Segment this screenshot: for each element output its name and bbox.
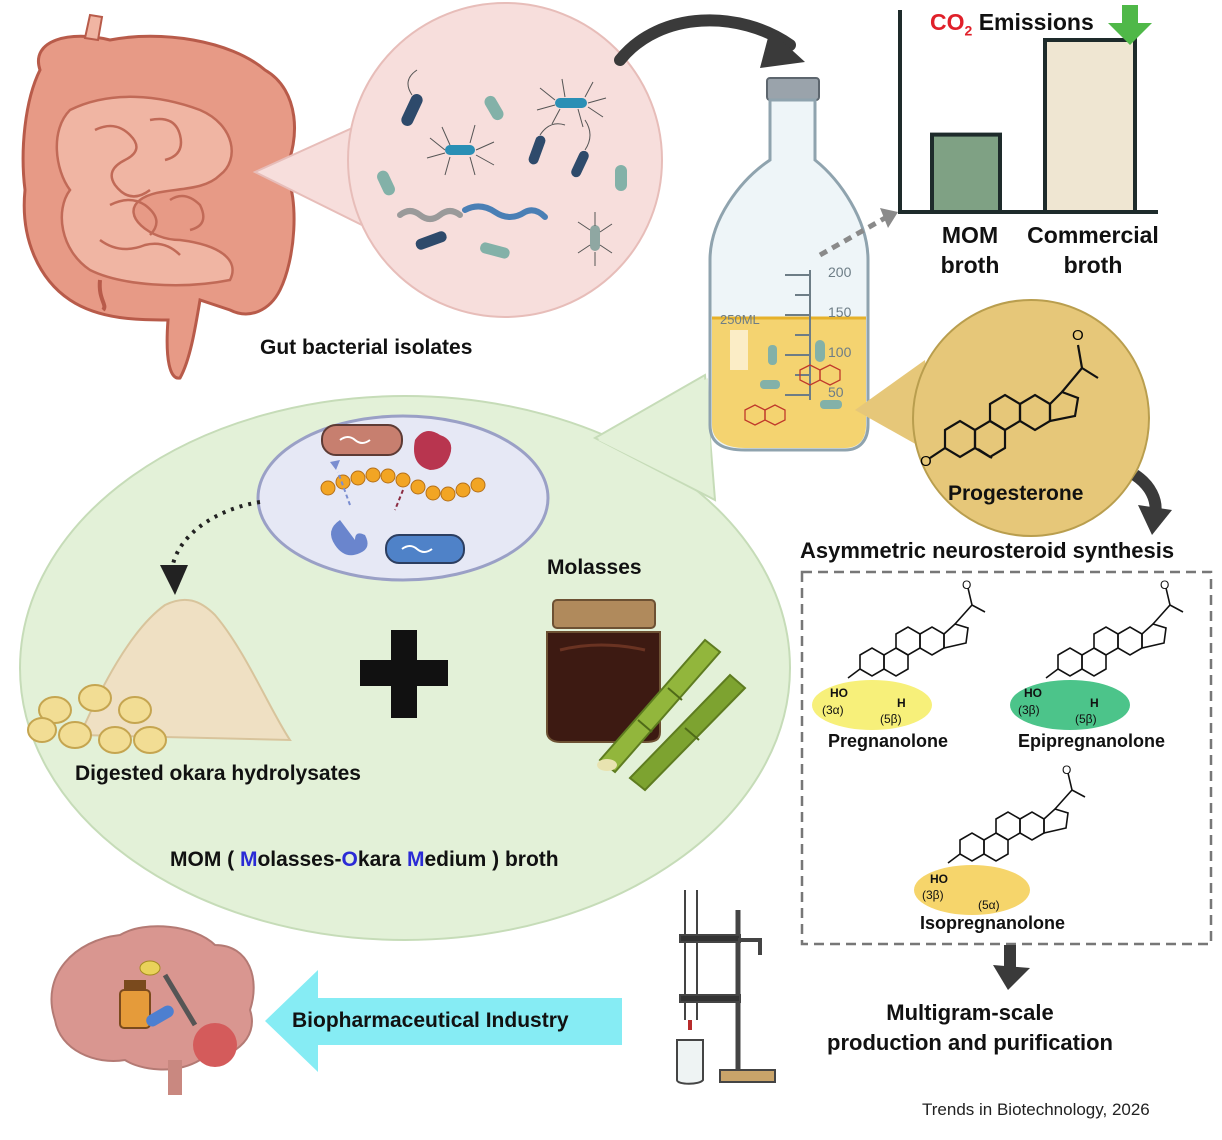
arrow-to-synthesis-head	[1138, 505, 1172, 535]
dashed-arrow-head	[880, 208, 898, 228]
commercial-broth-chart-label: Commercial broth	[1020, 220, 1166, 280]
mom-o: O	[341, 848, 358, 871]
citation: Trends in Biotechnology, 2026	[922, 1100, 1150, 1119]
mom-kara: kara	[357, 848, 407, 871]
commercial-broth-label-line2: broth	[1063, 252, 1123, 278]
epipregnanolone-structure	[1045, 587, 1184, 679]
epi-stereo-b: (5β)	[1075, 712, 1097, 726]
dotted-arrow-to-okara	[170, 500, 261, 571]
curved-arrow-head	[760, 30, 805, 68]
okara-label: Digested okara hydrolysates	[75, 762, 361, 785]
molasses-jar-icon	[546, 599, 661, 743]
preg-stereo-b: (5β)	[880, 712, 902, 726]
epi-stereo-a: (3β)	[1018, 703, 1040, 717]
epi-ho: HO	[1024, 686, 1042, 700]
medicine-icons	[112, 898, 198, 1029]
down-arrow-icon	[1108, 5, 1152, 45]
arrow-to-multigram-head	[993, 965, 1030, 990]
okara-pile-icon	[27, 598, 292, 754]
plus-icon	[360, 630, 448, 718]
preg-ho: HO	[830, 686, 848, 700]
epipregnanolone-highlight	[1010, 680, 1130, 730]
mom-broth-label-line2: broth	[940, 252, 1000, 278]
progesterone-structure	[929, 344, 1099, 459]
flask-mark-50: 50	[828, 384, 844, 400]
preg-o: O	[962, 578, 972, 592]
molasses-label: Molasses	[547, 556, 642, 579]
co2-suffix: Emissions	[978, 9, 1094, 35]
multigram-line1: Multigram-scale	[886, 1000, 1054, 1025]
isopregnanolone-structure	[947, 772, 1086, 864]
bar-mom-broth	[930, 132, 1002, 215]
intestine-icon	[21, 13, 296, 380]
flask-mark-200: 200	[828, 264, 852, 280]
progesterone-label: Progesterone	[948, 482, 1084, 505]
mom-broth-chart-label: MOM broth	[930, 220, 1010, 280]
mom-olasses: olasses-	[257, 848, 342, 871]
pregnanolone-highlight	[812, 680, 932, 730]
mom-edium: edium ) broth	[424, 848, 559, 871]
mom-broth-label-line1: MOM	[941, 222, 999, 248]
biopharma-arrow	[265, 970, 622, 1072]
iso-ho: HO	[930, 872, 948, 886]
asymmetric-label: Asymmetric neurosteroid synthesis	[800, 538, 1175, 563]
dotted-arrow-head	[160, 565, 188, 595]
preg-stereo-a: (3α)	[822, 703, 844, 717]
mom-m2: M	[406, 848, 425, 871]
flask-volume-label: 250ML	[720, 312, 760, 327]
isopregnanolone-label: Isopregnanolone	[920, 913, 1066, 933]
preg-h: H	[897, 696, 906, 710]
co2-bar-chart	[898, 10, 1158, 215]
iso-stereo-a: (3β)	[922, 888, 944, 902]
progesterone-o-ketone: O	[920, 453, 932, 470]
progesterone-circle	[912, 299, 1150, 537]
sugarcane-icon	[597, 638, 747, 792]
bacteria-circle	[347, 2, 663, 318]
mom-m1: M	[239, 848, 258, 871]
multigram-label: Multigram-scale production and purificat…	[800, 998, 1140, 1058]
flask-mark-150: 150	[828, 304, 852, 320]
gut-label: Gut bacterial isolates	[260, 336, 473, 359]
flask-mark-100: 100	[828, 344, 852, 360]
enzyme-circle	[256, 414, 550, 582]
pregnanolone-structure	[847, 587, 986, 679]
pregnanolone-label: Pregnanolone	[828, 731, 949, 751]
multigram-line2: production and purification	[827, 1030, 1113, 1055]
flask-icon	[708, 77, 870, 452]
commercial-broth-label-line1: Commercial	[1027, 222, 1159, 248]
epi-h: H	[1090, 696, 1099, 710]
isopregnanolone-highlight	[914, 865, 1030, 915]
bar-commercial-broth	[1043, 38, 1137, 214]
epi-o: O	[1160, 578, 1170, 592]
brain-icon	[50, 925, 255, 1095]
co2-title: CO2 Emissions	[930, 9, 1094, 39]
neurosteroid-box	[800, 570, 1213, 946]
lab-apparatus-icon	[676, 890, 776, 1085]
iso-o: O	[1062, 763, 1072, 777]
co2-prefix: CO	[930, 9, 965, 35]
progesterone-o-acetyl: O	[1072, 327, 1084, 344]
mom-prefix: MOM (	[170, 848, 240, 871]
co2-subscript: 2	[964, 22, 973, 39]
mom-broth-name: MOM ( Molasses-Okara Medium ) broth	[170, 848, 559, 872]
iso-stereo-b: (5α)	[978, 898, 1000, 912]
epipregnanolone-label: Epipregnanolone	[1018, 731, 1166, 751]
dashed-arrow-to-chart	[818, 215, 887, 258]
biopharma-label: Biopharmaceutical Industry	[292, 1009, 569, 1032]
